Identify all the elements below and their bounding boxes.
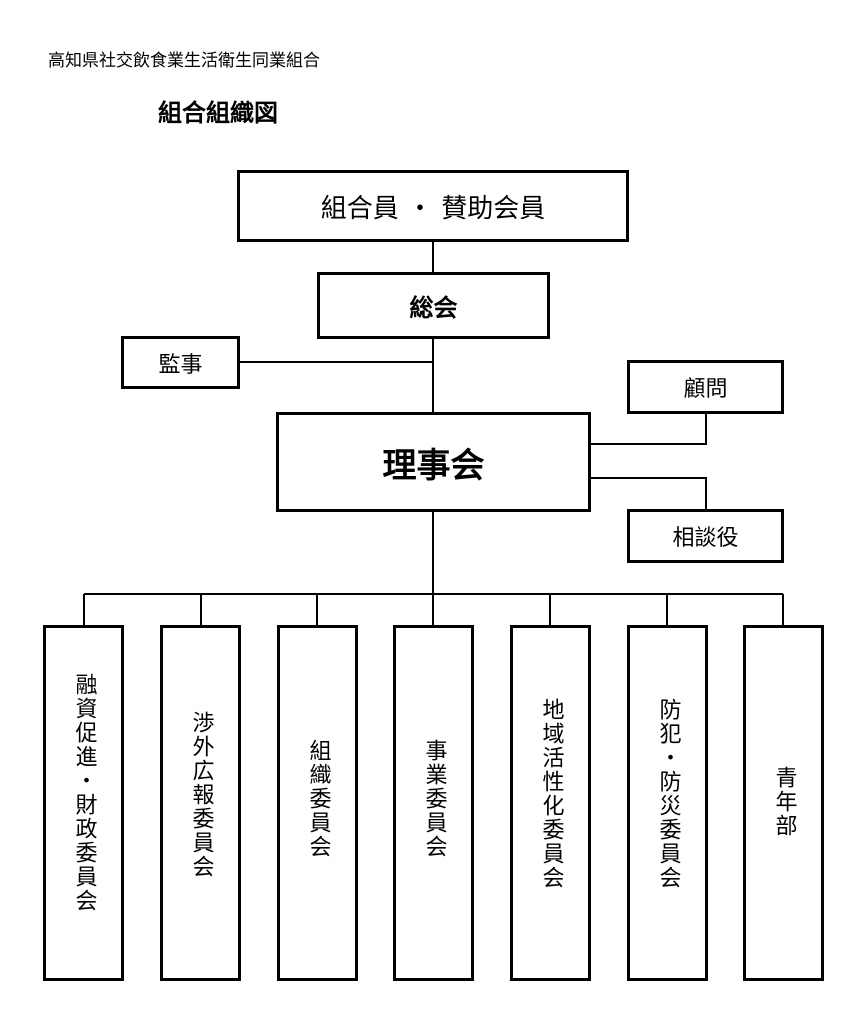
line-board-to-consultant	[591, 477, 707, 509]
committee-regional-revitalization-label: 地域活性化委員会	[538, 698, 564, 890]
committee-organization-box: 組織委員会	[277, 625, 358, 981]
committee-finance-box: 融資促進・財政委員会	[43, 625, 124, 981]
auditor-label: 監事	[158, 352, 203, 378]
youth-division-label: 青年部	[771, 766, 797, 838]
committee-crime-disaster-prevention-label: 防犯・防災委員会	[655, 698, 681, 890]
line-board-to-advisor	[591, 414, 707, 445]
auditor-box: 監事	[121, 336, 240, 389]
organization-name: 高知県社交飲食業生活衛生同業組合	[48, 51, 320, 71]
committee-business-box: 事業委員会	[393, 625, 474, 981]
advisor-label: 顧問	[683, 377, 728, 402]
members-box: 組合員 ・ 賛助会員	[237, 170, 629, 242]
committee-public-relations-label: 渉外広報委員会	[188, 711, 214, 879]
committee-finance-label: 融資促進・財政委員会	[71, 673, 97, 913]
committee-regional-revitalization-box: 地域活性化委員会	[510, 625, 591, 981]
advisor-box: 顧問	[627, 360, 784, 414]
consultant-label: 相談役	[672, 526, 739, 551]
general-assembly-label: 総会	[409, 294, 458, 322]
committee-organization-label: 組織委員会	[305, 739, 331, 859]
chart-title: 組合組織図	[158, 99, 278, 127]
members-label: 組合員 ・ 賛助会員	[320, 193, 546, 224]
board-box: 理事会	[276, 412, 591, 512]
board-label: 理事会	[382, 445, 485, 486]
committee-crime-disaster-prevention-box: 防犯・防災委員会	[627, 625, 708, 981]
committee-business-label: 事業委員会	[421, 739, 447, 859]
committee-public-relations-box: 渉外広報委員会	[160, 625, 241, 981]
consultant-box: 相談役	[627, 509, 784, 563]
general-assembly-box: 総会	[317, 272, 550, 339]
youth-division-box: 青年部	[743, 625, 824, 981]
